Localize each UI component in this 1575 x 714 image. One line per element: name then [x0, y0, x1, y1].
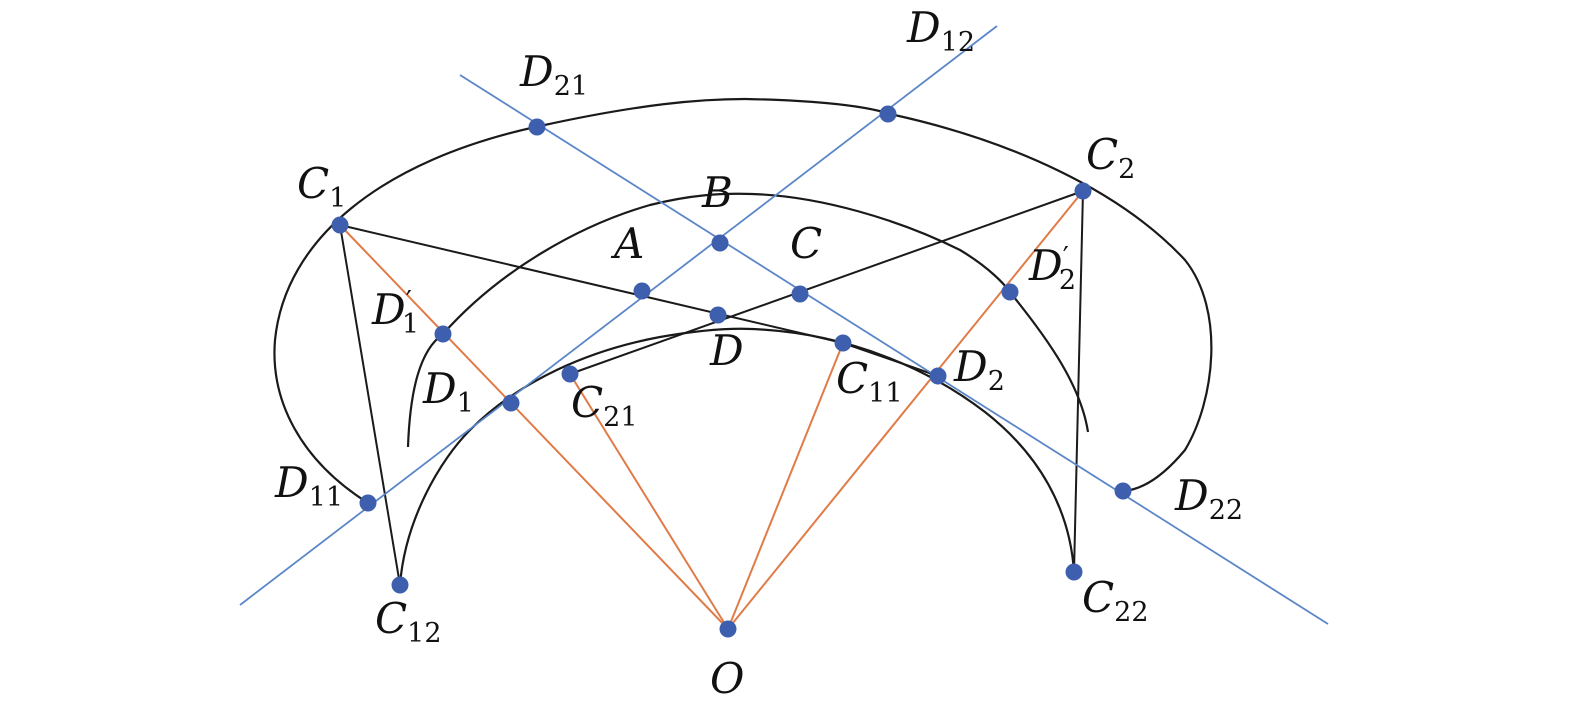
point-c21: [561, 365, 579, 383]
label-o: O: [710, 654, 744, 703]
chord-c1-c11: [339, 224, 844, 344]
point-d21: [528, 118, 546, 136]
label-d: D: [709, 326, 744, 375]
ray-c21-o: [569, 373, 729, 630]
ray-c1-o: [339, 224, 729, 630]
line-d21-d22: [459, 74, 1329, 625]
point-c2: [1074, 182, 1092, 200]
label-c2: C2: [1086, 130, 1135, 185]
label-c1: C1: [297, 159, 346, 214]
ray-c11-o: [727, 342, 844, 630]
label-b: B: [701, 168, 733, 217]
label-c: C: [790, 219, 822, 268]
point-d1: [502, 394, 520, 412]
label-c21: C21: [571, 378, 638, 433]
label-d2p: D′2: [1028, 241, 1076, 296]
label-c12: C12: [375, 594, 442, 649]
label-d2: D2: [953, 342, 1005, 397]
point-d11: [359, 494, 377, 512]
point-c11: [834, 334, 852, 352]
label-c22: C22: [1082, 573, 1149, 628]
chord-c1-c12: [339, 224, 401, 586]
point-c: [791, 285, 809, 303]
point-d22: [1114, 482, 1132, 500]
label-c11: C11: [836, 354, 903, 409]
label-d1: D1: [422, 364, 474, 419]
label-d1p: D′1: [371, 285, 419, 340]
point-o: [719, 620, 737, 638]
point-b: [711, 234, 729, 252]
outer-arc: [273, 97, 1213, 504]
label-d11: D11: [274, 458, 343, 513]
point-c22: [1065, 563, 1083, 581]
point-d12: [879, 105, 897, 123]
point-d2: [929, 367, 947, 385]
chord-c2-c21: [569, 190, 1084, 375]
point-a: [633, 282, 651, 300]
chord-c11-d2: [842, 342, 939, 377]
label-d12: D12: [906, 3, 975, 58]
point-d: [709, 306, 727, 324]
point-d1p: [434, 325, 452, 343]
inner-arc: [398, 327, 1076, 586]
point-c12: [391, 576, 409, 594]
label-d21: D21: [519, 47, 588, 102]
point-d2p: [1001, 283, 1019, 301]
point-c1: [331, 216, 349, 234]
chord-c2-c22: [1073, 190, 1084, 573]
label-a: A: [610, 219, 644, 268]
label-d22: D22: [1174, 471, 1243, 526]
ray-c2-o: [727, 190, 1084, 630]
